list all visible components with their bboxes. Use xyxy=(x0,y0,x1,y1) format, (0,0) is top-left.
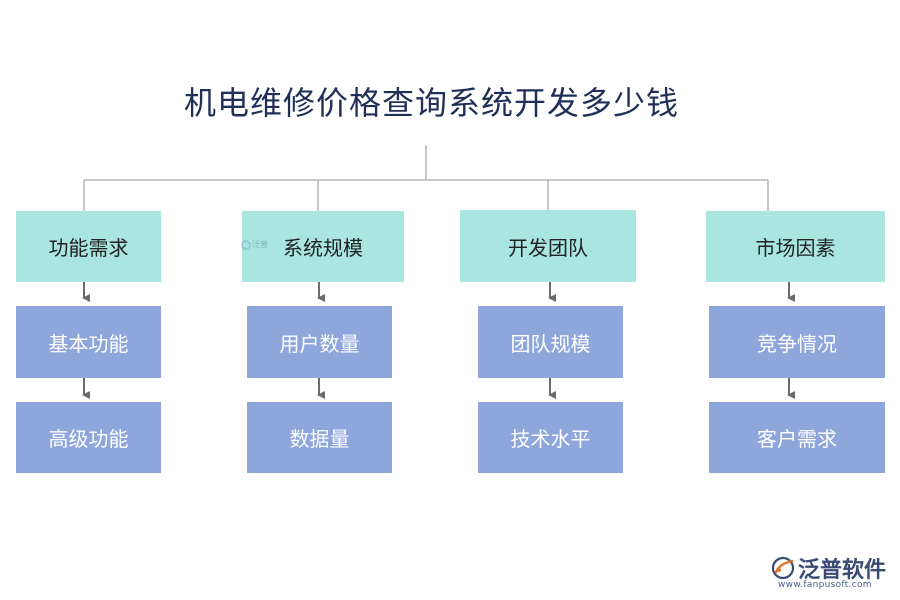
node-label: 基本功能 xyxy=(48,331,129,356)
node-dev-team: 开发团队 xyxy=(460,210,636,282)
diagram-title: 机电维修价格查询系统开发多少钱 xyxy=(184,84,680,122)
node-label: 技术水平 xyxy=(510,427,591,451)
node-label: 高级功能 xyxy=(48,427,129,451)
node-user-count: 用户数量 xyxy=(247,306,392,378)
node-market-factors: 市场因素 xyxy=(706,211,885,282)
node-label: 功能需求 xyxy=(48,236,129,260)
node-label: 系统规模 xyxy=(283,236,363,260)
watermark-text: 泛普 xyxy=(252,240,268,249)
watermark-circle-icon xyxy=(241,240,251,250)
brand-mark-icon xyxy=(771,556,795,580)
node-label: 客户需求 xyxy=(757,427,837,451)
node-label: 用户数量 xyxy=(279,331,360,356)
node-competition: 竞争情况 xyxy=(709,306,885,378)
node-label: 竞争情况 xyxy=(757,331,837,356)
brand-logo: 泛普软件 www.fanpusoft.com xyxy=(770,552,895,594)
node-data-volume: 数据量 xyxy=(247,402,392,473)
node-team-size: 团队规模 xyxy=(478,306,623,378)
brand-name: 泛普软件 xyxy=(798,558,887,583)
node-basic-functions: 基本功能 xyxy=(16,306,161,378)
brand-url: www.fanpusoft.com xyxy=(778,580,872,590)
node-system-scale: 系统规模 xyxy=(242,211,404,282)
node-label: 团队规模 xyxy=(510,331,591,356)
node-label: 市场因素 xyxy=(755,236,836,260)
node-tech-level: 技术水平 xyxy=(478,402,623,473)
node-functional-requirements: 功能需求 xyxy=(16,211,161,282)
node-advanced-functions: 高级功能 xyxy=(16,402,161,473)
node-customer-needs: 客户需求 xyxy=(709,402,885,473)
node-label: 开发团队 xyxy=(508,235,588,260)
watermark-logo: 泛普 xyxy=(241,239,271,253)
node-label: 数据量 xyxy=(289,427,350,451)
